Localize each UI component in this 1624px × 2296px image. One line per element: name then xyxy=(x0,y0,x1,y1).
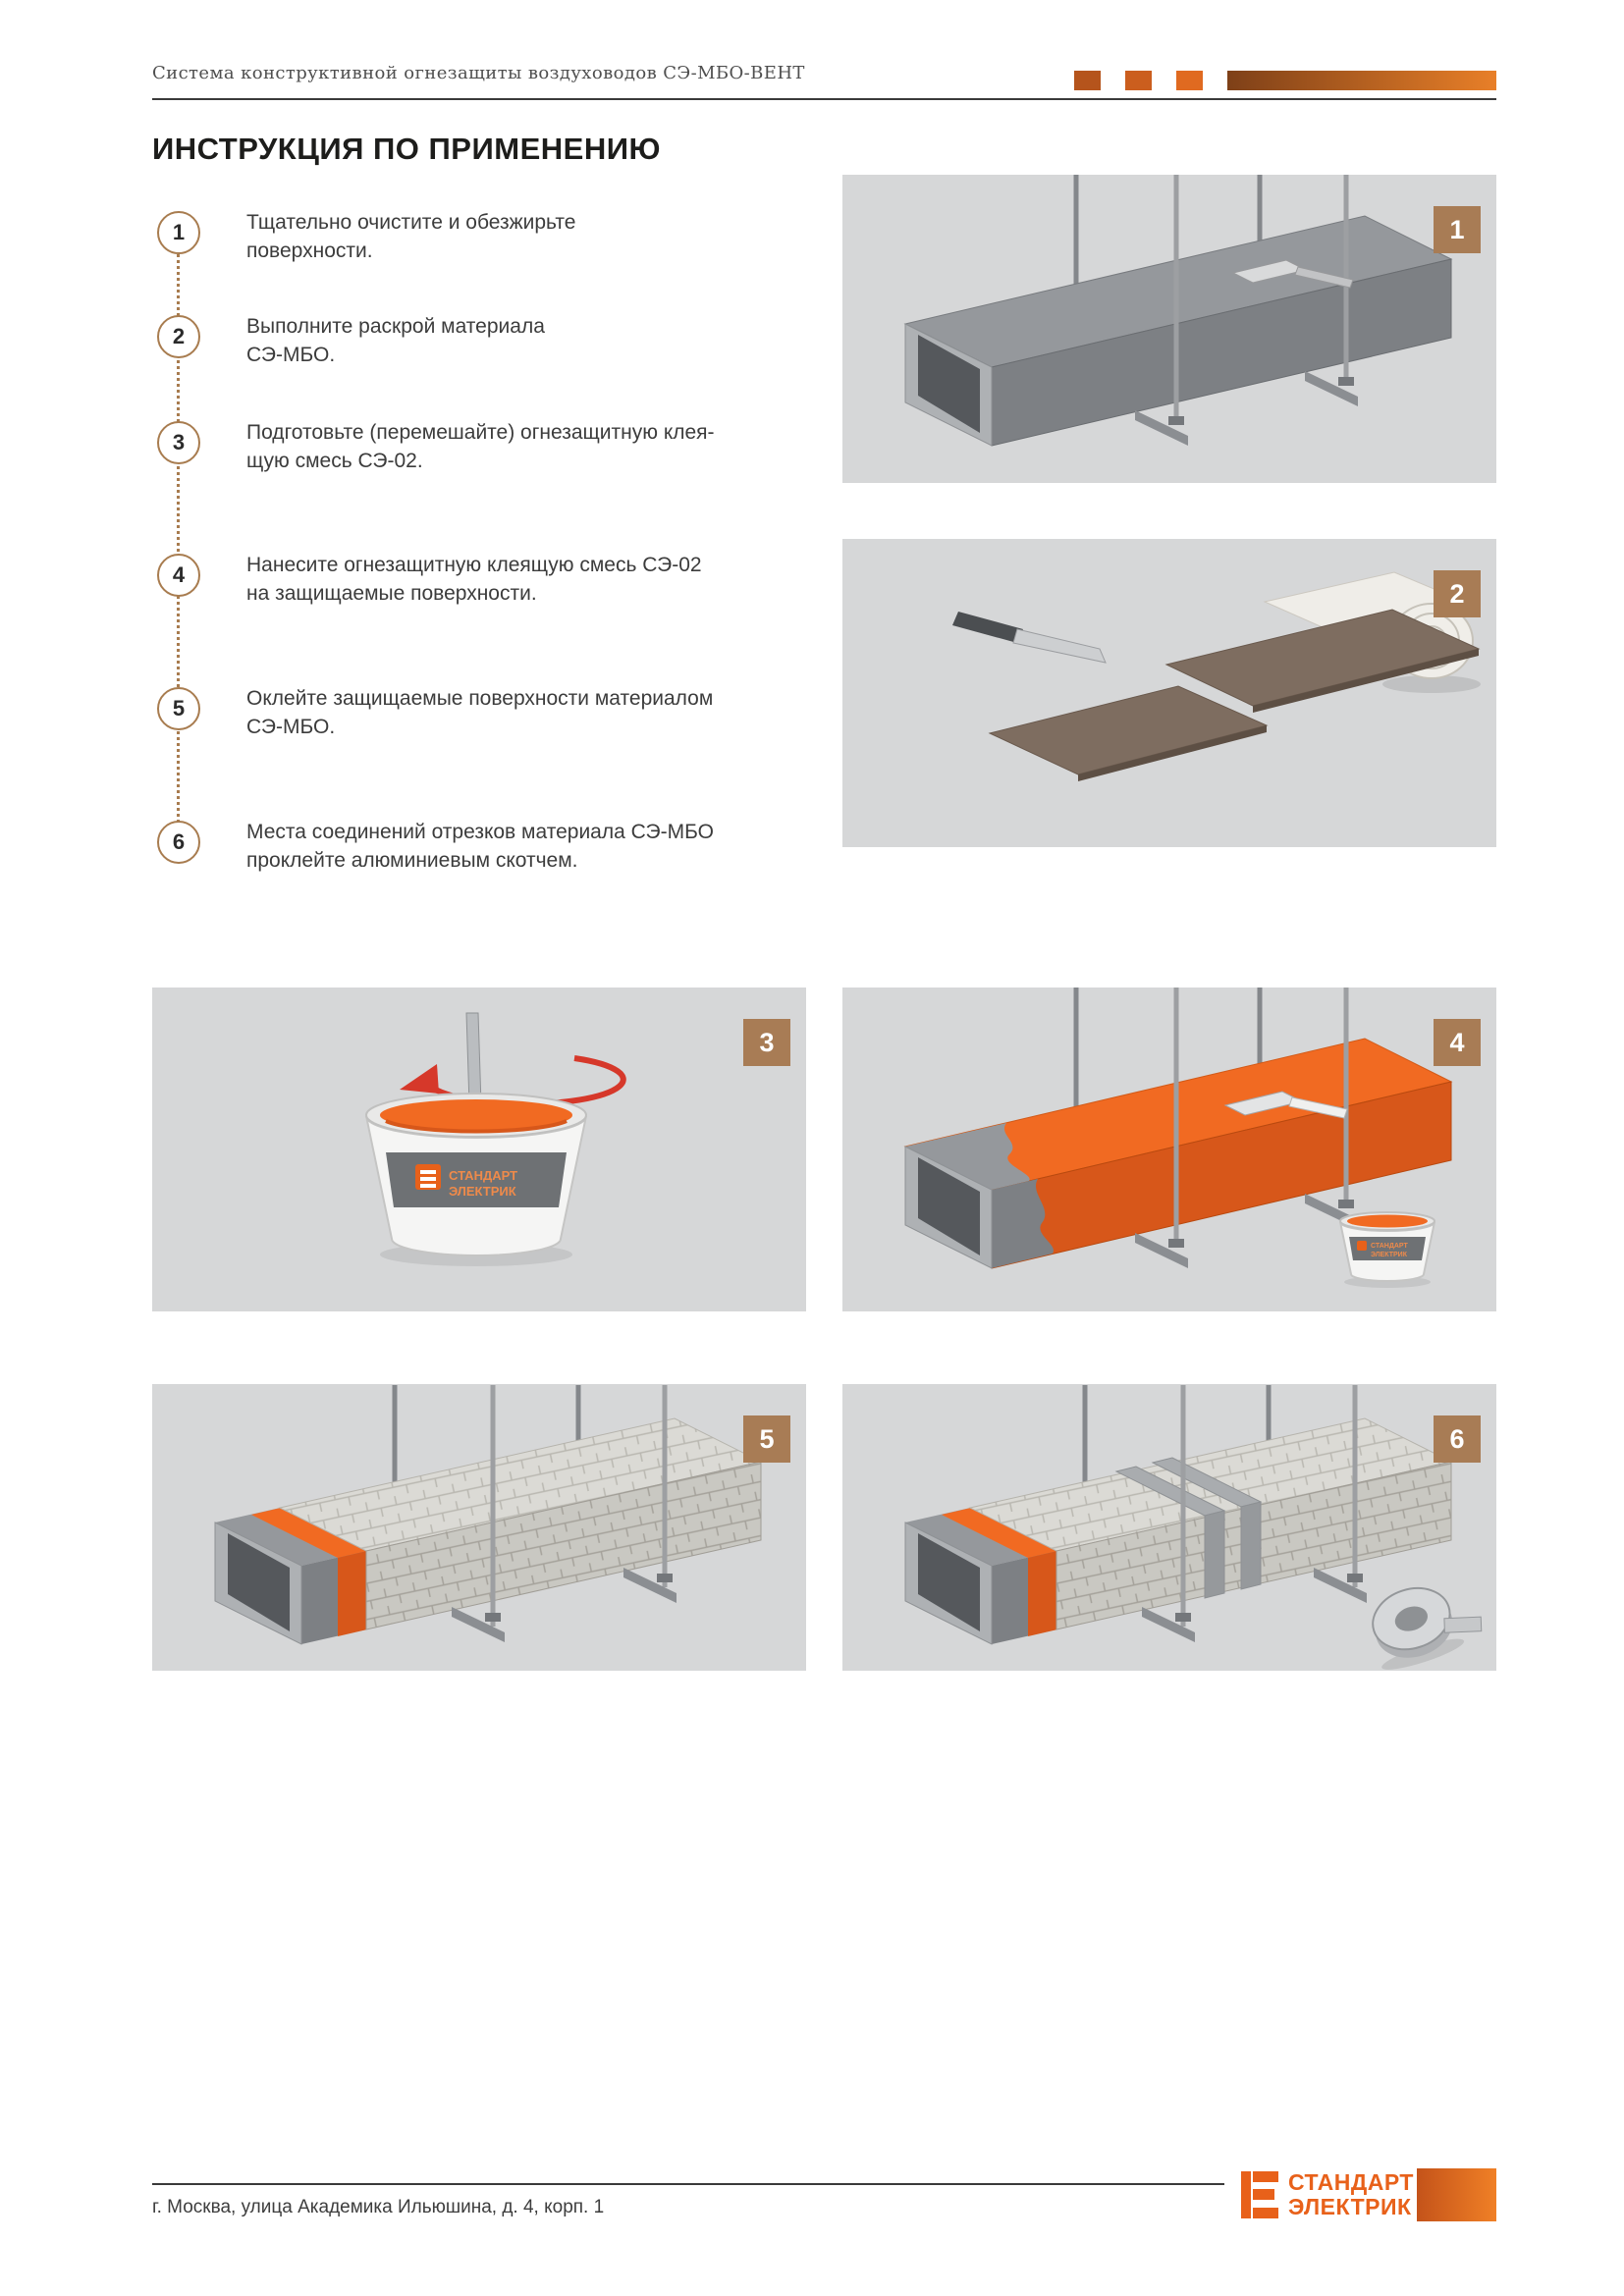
hanger-rods-front xyxy=(452,1385,677,1642)
step-number-2: 2 xyxy=(157,315,200,358)
step-number-2-label: 2 xyxy=(172,324,186,348)
standard-electric-logo: СТАНДАРТ ЭЛЕКТРИК xyxy=(1239,2169,1414,2220)
adhesive-application-illustration: СТАНДАРТ ЭЛЕКТРИК xyxy=(903,988,1453,1288)
step-number-4: 4 xyxy=(157,554,200,597)
panel-step-3-illustration: СТАНДАРТ ЭЛЕКТРИК 3 xyxy=(152,988,806,1311)
step-number-1-label: 1 xyxy=(172,220,186,244)
hanger-rods-back xyxy=(1082,1385,1272,1483)
step-text-3: Подготовьте (перемешайте) огнезащитную к… xyxy=(246,421,715,473)
panel-badge-5: 5 xyxy=(743,1415,790,1463)
footer-address: г. Москва, улица Академика Ильюшина, д. … xyxy=(152,2197,605,2217)
wrapped-duct xyxy=(904,1417,1453,1645)
cut-material-sheets xyxy=(988,609,1481,781)
hanger-rods-back xyxy=(1073,175,1263,285)
tape-roll xyxy=(1372,1587,1483,1670)
bucket-label-line2: ЭЛЕКТРИК xyxy=(449,1184,516,1199)
panel-badge-2: 2 xyxy=(1434,570,1481,617)
adhesive-bucket: СТАНДАРТ ЭЛЕКТРИК xyxy=(365,1093,587,1266)
bucket-label-line1: СТАНДАРТ xyxy=(449,1168,517,1183)
hanger-rods-back xyxy=(392,1385,581,1483)
step-number-5: 5 xyxy=(157,687,200,730)
footer-orange-block xyxy=(1417,2168,1496,2221)
step-number-3: 3 xyxy=(157,421,200,464)
small-bucket-label-line1: СТАНДАРТ xyxy=(1371,1243,1408,1250)
small-adhesive-bucket: СТАНДАРТ ЭЛЕКТРИК xyxy=(1339,1211,1435,1288)
logo-line1: СТАНДАРТ xyxy=(1288,2169,1414,2196)
panel-badge-1: 1 xyxy=(1434,206,1481,253)
material-cutting-illustration xyxy=(952,571,1481,781)
hanger-rods-front xyxy=(1135,175,1358,446)
panel-badge-3: 3 xyxy=(743,1019,790,1066)
panel-badge-4: 4 xyxy=(1434,1019,1481,1066)
logo-line2: ЭЛЕКТРИК xyxy=(1288,2194,1412,2219)
hanger-rods-back xyxy=(1073,988,1263,1109)
duct-cleaning-illustration xyxy=(903,175,1453,447)
step-text-1: Тщательно очистите и обезжирьте поверхно… xyxy=(246,211,576,263)
steps-dotted-connector xyxy=(177,236,180,842)
panel-step-5-illustration: 5 xyxy=(152,1384,806,1671)
step-number-3-label: 3 xyxy=(172,430,186,454)
panel-step-4-illustration: СТАНДАРТ ЭЛЕКТРИК 4 xyxy=(842,988,1496,1311)
logo-text: СТАНДАРТ ЭЛЕКТРИК xyxy=(1288,2170,1414,2219)
step-text-2: Выполните раскрой материала СЭ-МБО. xyxy=(246,315,545,367)
wrapped-duct-illustration xyxy=(214,1385,763,1645)
header-deco-gradient-bar xyxy=(1227,71,1496,90)
adhesive-mixing-illustration: СТАНДАРТ ЭЛЕКТРИК xyxy=(365,1012,626,1266)
step-text-6: Места соединений отрезков материала СЭ-М… xyxy=(246,821,715,873)
page-title: ИНСТРУКЦИЯ ПО ПРИМЕНЕНИЮ xyxy=(152,132,661,166)
footer-rule xyxy=(152,2183,1224,2185)
panel-step-6-illustration: 6 xyxy=(842,1384,1496,1671)
header-subtitle: Система конструктивной огнезащиты воздух… xyxy=(152,63,805,83)
standard-electric-logo-icon xyxy=(1241,2171,1278,2218)
step-number-6-label: 6 xyxy=(172,829,186,854)
panel-step-1-illustration: 1 xyxy=(842,175,1496,483)
step-number-5-label: 5 xyxy=(172,696,186,721)
panel-step-2-illustration: 2 xyxy=(842,539,1496,847)
panel-badge-6: 6 xyxy=(1434,1415,1481,1463)
knife xyxy=(952,612,1107,664)
step-text-4: Нанесите огнезащитную клеящую смесь СЭ-0… xyxy=(246,554,702,606)
header-deco-square-3 xyxy=(1176,71,1203,90)
header-deco-square-2 xyxy=(1125,71,1152,90)
hanger-rods-front xyxy=(1142,1385,1367,1642)
taped-joints-illustration xyxy=(904,1385,1483,1670)
scraper-tool xyxy=(1231,259,1354,289)
wrapped-duct xyxy=(214,1417,763,1645)
step-number-6: 6 xyxy=(157,821,200,864)
step-text-5: Оклейте защищаемые поверхности материало… xyxy=(246,687,714,739)
trowel xyxy=(1223,1091,1348,1119)
rotation-arrow xyxy=(400,1055,626,1107)
aluminum-tape-bands xyxy=(1114,1457,1263,1599)
step-number-4-label: 4 xyxy=(172,562,186,587)
header-rule xyxy=(152,98,1496,100)
header-deco-square-1 xyxy=(1074,71,1101,90)
step-number-1: 1 xyxy=(157,211,200,254)
small-bucket-label-line2: ЭЛЕКТРИК xyxy=(1371,1252,1408,1258)
